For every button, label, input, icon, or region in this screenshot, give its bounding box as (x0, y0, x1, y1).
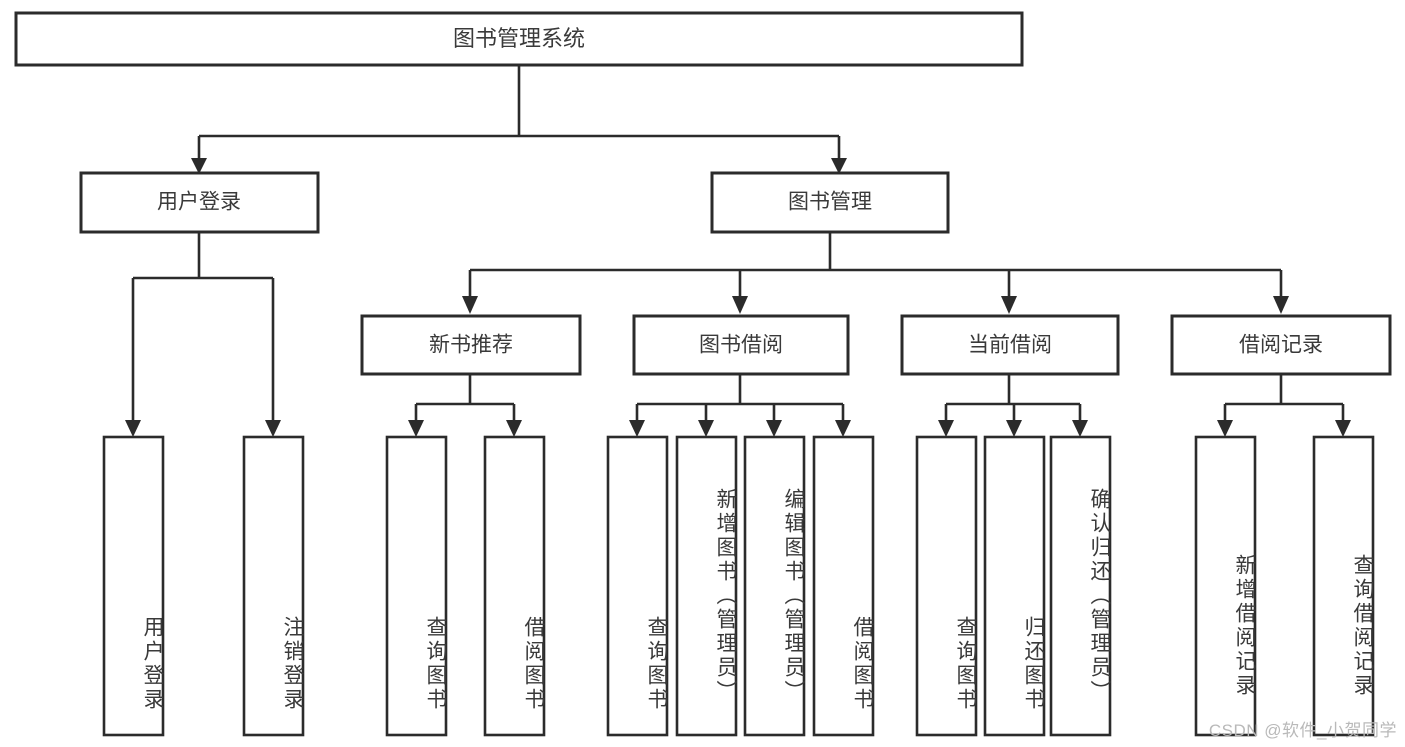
leaf-confirm-return-box[interactable] (1049, 435, 1112, 737)
node-current-borrow-label: 当前借阅 (968, 334, 1052, 357)
connector-current-borrow-to-leaves (944, 374, 1082, 422)
arrow-head-leaf-query-book-1 (408, 420, 424, 437)
node-new-book-rec-box[interactable] (360, 314, 582, 376)
node-current-borrow-box[interactable] (900, 314, 1120, 376)
connector-new-book-rec-to-leaves (414, 374, 516, 422)
connector-layer (125, 65, 1351, 437)
node-book-borrow-label: 图书借阅 (699, 334, 783, 357)
arrow-head-leaf-add-book (698, 420, 714, 437)
node-new-book-rec-label: 新书推荐 (429, 334, 513, 357)
node-book-manage-label: 图书管理 (788, 191, 872, 214)
node-book-manage-box[interactable] (710, 171, 950, 234)
node-layer: 图书管理系统 用户登录 图书管理 新书推荐 图书借阅 当前借阅 借阅记录 (14, 11, 1392, 737)
leaf-query-record-box[interactable] (1312, 435, 1375, 737)
arrow-head-leaf-borrow-book-1 (506, 420, 522, 437)
arrow-head-current-borrow (1001, 296, 1017, 314)
node-root-box[interactable] (14, 11, 1024, 67)
node-user-login-box[interactable] (79, 171, 320, 234)
leaf-borrow-book-1-box[interactable] (483, 435, 546, 737)
arrow-head-leaf-query-book-2 (629, 420, 645, 437)
arrow-head-user-login (191, 158, 207, 174)
leaf-query-book-3-box[interactable] (915, 435, 978, 737)
leaf-add-record-box[interactable] (1194, 435, 1257, 737)
connector-borrow-record-to-leaves (1223, 374, 1345, 422)
node-borrow-record-label: 借阅记录 (1239, 334, 1323, 357)
leaf-query-book-2-box[interactable] (606, 435, 669, 737)
leaf-return-book-box[interactable] (983, 435, 1046, 737)
arrow-head-leaf-borrow-book-2 (835, 420, 851, 437)
watermark-text: CSDN @软件_小贺同学 (1208, 721, 1397, 740)
leaf-edit-book-box[interactable] (743, 435, 806, 737)
arrow-head-leaf-query-record (1335, 420, 1351, 437)
arrow-head-leaf-query-book-3 (938, 420, 954, 437)
node-root-label: 图书管理系统 (453, 26, 585, 51)
arrow-head-new-book-rec (462, 296, 478, 314)
connector-book-manage-to-level3 (468, 233, 1283, 298)
node-book-borrow-box[interactable] (632, 314, 850, 376)
arrow-head-leaf-logout-login (265, 420, 281, 437)
leaf-query-book-1-box[interactable] (385, 435, 448, 737)
arrow-head-book-manage (831, 158, 847, 174)
node-user-login-label: 用户登录 (157, 191, 241, 214)
arrow-head-leaf-return-book (1006, 420, 1022, 437)
connector-root-to-level2 (197, 65, 841, 160)
arrow-head-book-borrow (732, 296, 748, 314)
arrow-head-leaf-add-record (1217, 420, 1233, 437)
leaf-user-login-box[interactable] (102, 435, 165, 737)
leaf-add-book-box[interactable] (675, 435, 738, 737)
arrow-head-leaf-confirm-return (1072, 420, 1088, 437)
leaf-borrow-book-2-box[interactable] (812, 435, 875, 737)
leaf-logout-login-box[interactable] (242, 435, 305, 737)
connector-book-borrow-to-leaves (635, 374, 845, 422)
arrow-head-borrow-record (1273, 296, 1289, 314)
arrow-head-leaf-edit-book (766, 420, 782, 437)
node-borrow-record-box[interactable] (1170, 314, 1392, 376)
connector-user-login-to-leaves (131, 233, 275, 422)
arrow-head-leaf-user-login (125, 420, 141, 437)
